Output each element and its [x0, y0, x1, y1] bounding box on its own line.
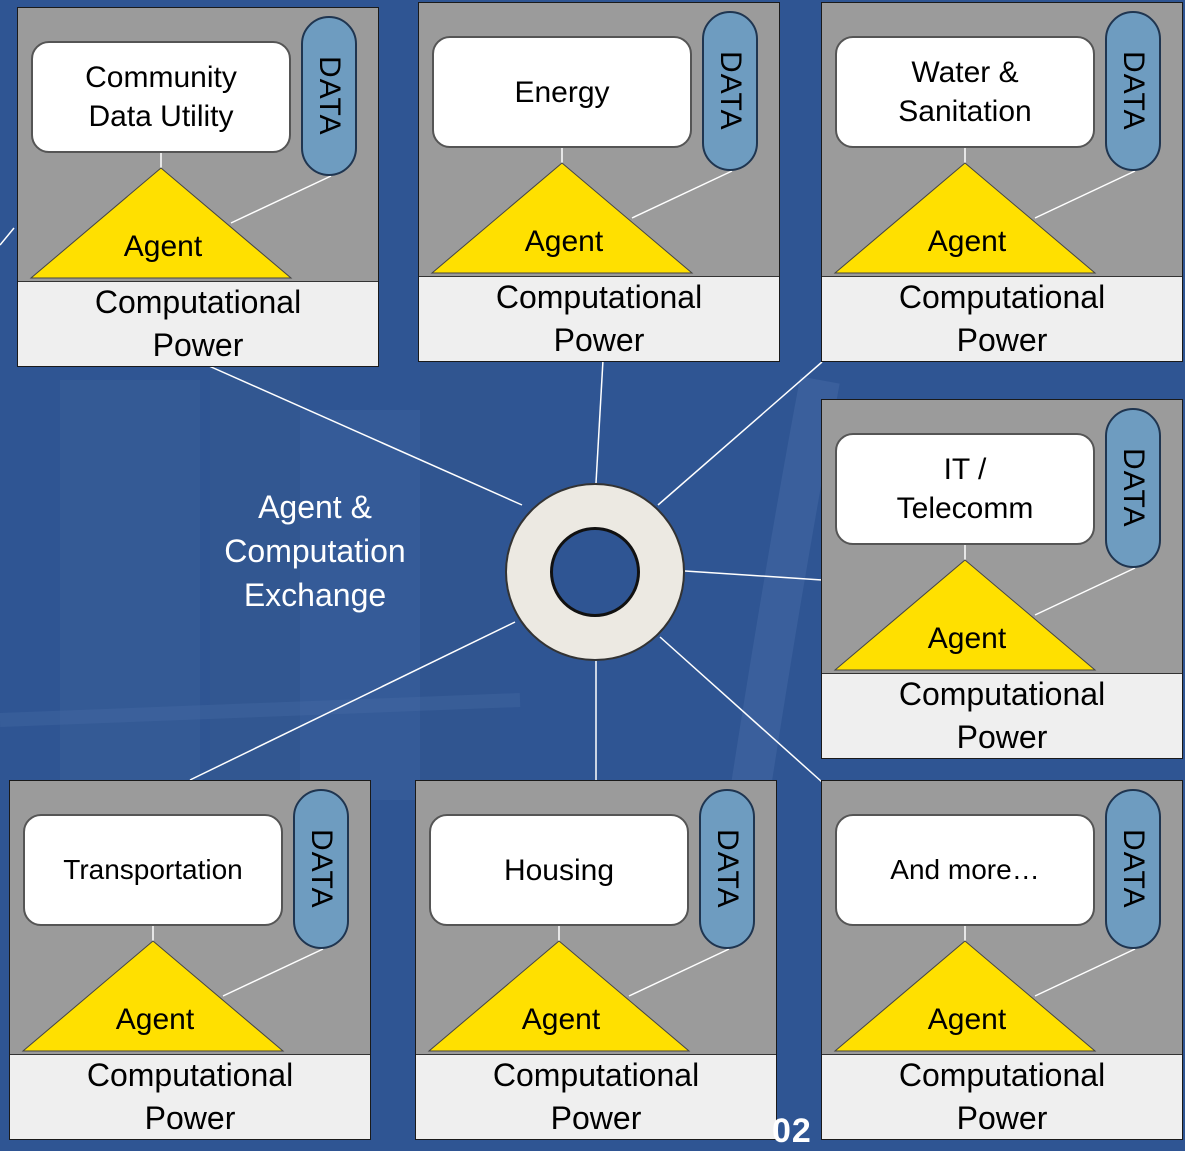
agent-triangle — [427, 926, 730, 1052]
agent-label: Agent — [115, 1003, 195, 1036]
data-label: DATA — [714, 51, 747, 131]
agent-triangle — [21, 926, 324, 1052]
node-label: IT / Telecomm — [835, 433, 1095, 545]
data-store: DATA — [1105, 789, 1161, 949]
data-store: DATA — [301, 16, 357, 176]
computational-power: Computational Power — [18, 281, 378, 366]
computational-power: Computational Power — [10, 1054, 370, 1139]
node-label: Water & Sanitation — [835, 36, 1095, 148]
data-label: DATA — [711, 829, 744, 909]
node-transportation: Transportation DATA Agent Computational … — [9, 780, 371, 1140]
agent-label: Agent — [123, 230, 203, 263]
agent-label: Agent — [521, 1003, 601, 1036]
exchange-label: Agent & Computation Exchange — [224, 489, 406, 614]
agent-label: Agent — [927, 225, 1007, 258]
exchange-hub-center — [550, 527, 640, 617]
data-label: DATA — [1117, 448, 1150, 528]
node-and-more: And more… DATA Agent Computational Power — [821, 780, 1183, 1140]
link-it-telecomm — [684, 570, 823, 581]
computational-power: Computational Power — [419, 276, 779, 361]
data-label: DATA — [1117, 51, 1150, 131]
node-label: Community Data Utility — [31, 41, 291, 153]
computational-power: Computational Power — [822, 673, 1182, 758]
data-label: DATA — [313, 56, 346, 136]
data-store: DATA — [699, 789, 755, 949]
data-store: DATA — [1105, 11, 1161, 171]
computational-power: Computational Power — [822, 1054, 1182, 1139]
node-it-telecomm: IT / Telecomm DATA Agent Computational P… — [821, 399, 1183, 759]
data-store: DATA — [1105, 408, 1161, 568]
computational-power: Computational Power — [822, 276, 1182, 361]
link-transportation — [189, 621, 516, 781]
link-water-sanitation — [657, 361, 823, 506]
computational-power: Computational Power — [416, 1054, 776, 1139]
exchange-hub-ring — [505, 483, 685, 661]
footer-fragment: 02 — [772, 1112, 812, 1150]
data-store: DATA — [293, 789, 349, 949]
data-label: DATA — [305, 829, 338, 909]
agent-triangle — [833, 926, 1136, 1052]
agent-triangle — [29, 153, 332, 279]
agent-label: Agent — [927, 1003, 1007, 1036]
node-water-sanitation: Water & Sanitation DATA Agent Computatio… — [821, 2, 1183, 362]
data-store: DATA — [702, 11, 758, 171]
data-label: DATA — [1117, 829, 1150, 909]
link-energy — [595, 359, 604, 484]
node-label: Transportation — [23, 814, 283, 926]
link-and-more — [659, 636, 823, 783]
node-label: And more… — [835, 814, 1095, 926]
agent-triangle — [833, 148, 1136, 274]
agent-label: Agent — [524, 225, 604, 258]
node-label: Energy — [432, 36, 692, 148]
agent-triangle — [430, 148, 733, 274]
node-community-data-utility: Community Data Utility DATA Agent Comput… — [17, 7, 379, 367]
node-housing: Housing DATA Agent Computational Power — [415, 780, 777, 1140]
node-energy: Energy DATA Agent Computational Power — [418, 2, 780, 362]
agent-label: Agent — [927, 622, 1007, 655]
node-label: Housing — [429, 814, 689, 926]
link-community-data-utility — [199, 361, 523, 506]
agent-triangle — [833, 545, 1136, 671]
